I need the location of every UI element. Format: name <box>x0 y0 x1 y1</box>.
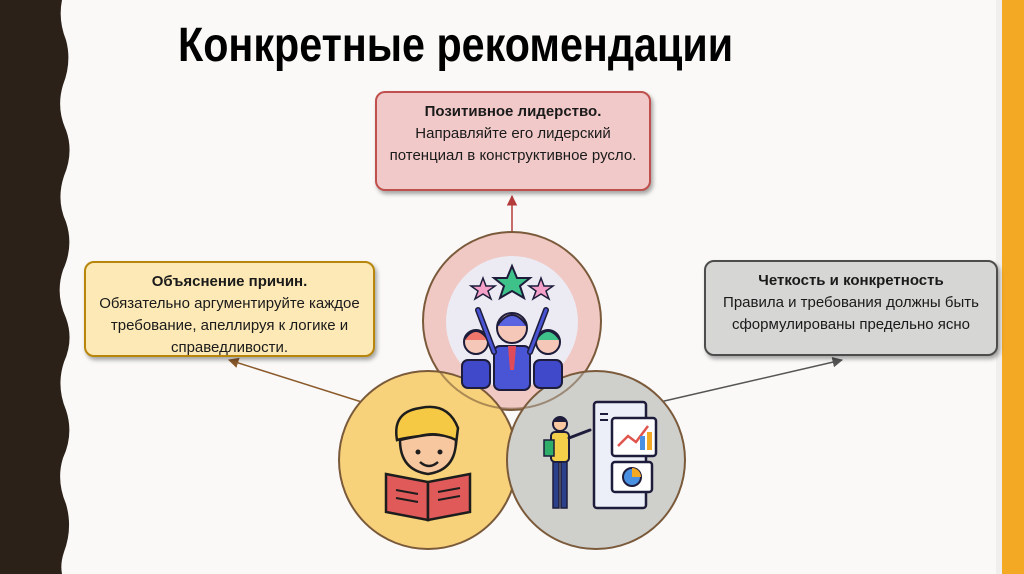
recommendation-box-positive-leadership: Позитивное лидерство. Направляйте его ли… <box>375 91 651 191</box>
accent-bar <box>1002 0 1024 574</box>
box-body: Направляйте его лидерский потенциал в ко… <box>389 125 637 164</box>
recommendation-box-clarity: Четкость и конкретность Правила и требов… <box>704 260 998 356</box>
box-heading: Объяснение причин. <box>151 273 308 290</box>
team-celebration-stars-icon <box>446 256 578 391</box>
connector-right <box>659 357 844 403</box>
boy-reading-book-icon <box>384 405 472 522</box>
box-body: Правила и требования должны быть сформул… <box>723 294 979 333</box>
right-strip <box>996 0 1002 574</box>
recommendation-box-explanation: Объяснение причин. Обязательно аргументи… <box>84 261 375 357</box>
box-body: Обязательно аргументируйте каждое требов… <box>99 295 360 356</box>
box-heading: Четкость и конкретность <box>758 272 944 289</box>
box-heading: Позитивное лидерство. <box>424 103 602 120</box>
page-title: Конкретные рекомендации <box>178 19 734 72</box>
connector-left <box>227 357 369 405</box>
presenter-analytics-board-icon <box>543 400 658 510</box>
torn-left-edge <box>0 0 70 574</box>
